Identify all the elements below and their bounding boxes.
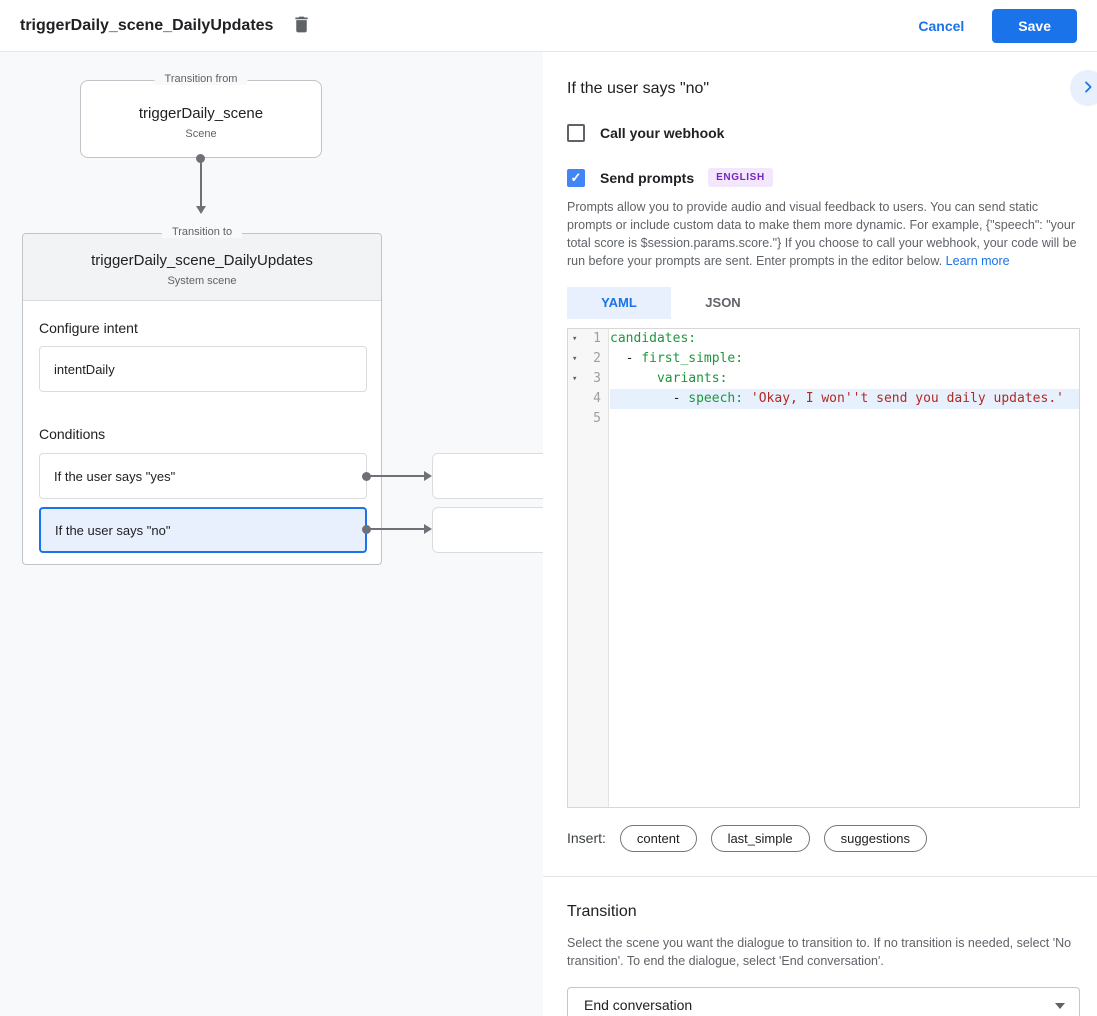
code-line-1[interactable]: ▾1 candidates: bbox=[568, 329, 1079, 349]
arrow-down-icon bbox=[196, 206, 206, 214]
transition-select[interactable]: End conversation bbox=[567, 986, 1080, 1016]
intent-value: intentDaily bbox=[54, 361, 115, 377]
transition-from-node[interactable]: Transition from triggerDaily_scene Scene bbox=[80, 73, 322, 158]
condition-item-no[interactable]: If the user says "no" bbox=[39, 507, 367, 553]
transition-section-title: Transition bbox=[567, 902, 637, 920]
send-prompts-label: Send prompts bbox=[600, 169, 695, 186]
code-line-2[interactable]: ▾2 - first_simple: bbox=[568, 349, 1079, 369]
tab-json[interactable]: JSON bbox=[705, 295, 741, 310]
header-actions: Cancel Save bbox=[918, 8, 1077, 43]
app-header: triggerDaily_scene_DailyUpdates Cancel S… bbox=[0, 0, 1097, 52]
scene-flow-canvas: Transition from triggerDaily_scene Scene… bbox=[0, 52, 543, 1016]
dropdown-caret-icon bbox=[1055, 1002, 1065, 1009]
transition-to-node[interactable]: Transition to triggerDaily_scene_DailyUp… bbox=[22, 226, 382, 565]
chevron-right-icon bbox=[1080, 79, 1096, 98]
insert-row: Insert: content last_simple suggestions bbox=[567, 824, 1080, 852]
conditions-label: Conditions bbox=[39, 426, 106, 442]
panel-title: If the user says "no" bbox=[567, 80, 710, 97]
condition-target-node[interactable] bbox=[432, 507, 543, 553]
insert-suggestions-chip[interactable]: suggestions bbox=[823, 824, 927, 852]
cancel-button[interactable]: Cancel bbox=[918, 17, 965, 34]
delete-button[interactable] bbox=[291, 14, 312, 38]
insert-label: Insert: bbox=[567, 830, 606, 846]
code-line-3[interactable]: ▾3 variants: bbox=[568, 369, 1079, 389]
arrow-right-icon bbox=[424, 471, 432, 481]
section-divider bbox=[543, 875, 1097, 877]
prompts-description: Prompts allow you to provide audio and v… bbox=[567, 200, 1077, 269]
insert-last-simple-chip[interactable]: last_simple bbox=[710, 824, 810, 852]
connector-line bbox=[369, 475, 424, 477]
line-number: 3 bbox=[593, 370, 601, 386]
webhook-row: Call your webhook bbox=[567, 124, 1080, 142]
page-title: triggerDaily_scene_DailyUpdates bbox=[20, 16, 274, 34]
connector-dot bbox=[362, 525, 371, 534]
to-scene-header: triggerDaily_scene_DailyUpdates System s… bbox=[23, 234, 381, 301]
connector-line bbox=[369, 528, 424, 530]
transition-to-legend: Transition to bbox=[161, 226, 243, 238]
line-number: 4 bbox=[593, 390, 601, 406]
connector-line bbox=[200, 162, 202, 208]
save-button[interactable]: Save bbox=[992, 8, 1077, 43]
condition-no-label: If the user says "no" bbox=[55, 522, 171, 538]
fold-icon[interactable]: ▾ bbox=[572, 353, 578, 364]
condition-editor-panel: If the user says "no" Call your webhook … bbox=[543, 52, 1097, 1016]
send-prompts-row: ✓ Send prompts ENGLISH bbox=[567, 168, 1080, 187]
connector-dot bbox=[362, 472, 371, 481]
webhook-label: Call your webhook bbox=[600, 125, 725, 141]
editor-gutter bbox=[568, 328, 609, 807]
code-line-5[interactable]: 5 bbox=[568, 409, 1079, 429]
to-scene-type: System scene bbox=[167, 275, 237, 287]
from-scene-type: Scene bbox=[185, 128, 217, 140]
code-line-4[interactable]: 4 - speech: 'Okay, I won''t send you dai… bbox=[568, 388, 1079, 409]
transition-from-legend: Transition from bbox=[154, 73, 248, 85]
editor-tabs: YAML JSON bbox=[567, 286, 1080, 319]
insert-content-chip[interactable]: content bbox=[619, 824, 697, 852]
main-layout: Transition from triggerDaily_scene Scene… bbox=[0, 52, 1097, 1016]
tab-yaml[interactable]: YAML bbox=[567, 286, 671, 319]
connector-dot bbox=[196, 154, 205, 163]
checkmark-icon: ✓ bbox=[570, 170, 582, 185]
send-prompts-checkbox[interactable]: ✓ bbox=[567, 168, 585, 187]
webhook-checkbox[interactable] bbox=[567, 124, 585, 142]
intent-field[interactable]: intentDaily bbox=[39, 346, 367, 392]
yaml-code-editor[interactable]: ▾1 candidates: ▾2 - first_simple: ▾3 var… bbox=[567, 327, 1080, 808]
from-scene-name: triggerDaily_scene bbox=[138, 105, 264, 122]
transition-description: Select the scene you want the dialogue t… bbox=[567, 935, 1072, 968]
fold-icon[interactable]: ▾ bbox=[572, 333, 578, 344]
condition-yes-label: If the user says "yes" bbox=[54, 468, 176, 484]
learn-more-link[interactable]: Learn more bbox=[945, 254, 1010, 269]
line-number: 1 bbox=[593, 330, 601, 346]
highlighted-code-line: - speech: 'Okay, I won''t send you daily… bbox=[610, 388, 1079, 409]
line-number: 2 bbox=[593, 350, 601, 366]
condition-item-yes[interactable]: If the user says "yes" bbox=[39, 453, 367, 499]
trash-icon bbox=[291, 14, 312, 38]
arrow-right-icon bbox=[424, 524, 432, 534]
condition-target-node[interactable] bbox=[432, 453, 543, 499]
line-number: 5 bbox=[593, 410, 601, 426]
language-badge: ENGLISH bbox=[708, 168, 773, 187]
transition-select-value: End conversation bbox=[584, 996, 693, 1013]
to-scene-name: triggerDaily_scene_DailyUpdates bbox=[91, 252, 313, 269]
fold-icon[interactable]: ▾ bbox=[572, 373, 578, 384]
configure-intent-label: Configure intent bbox=[39, 320, 138, 336]
collapse-panel-button[interactable] bbox=[1070, 70, 1097, 106]
